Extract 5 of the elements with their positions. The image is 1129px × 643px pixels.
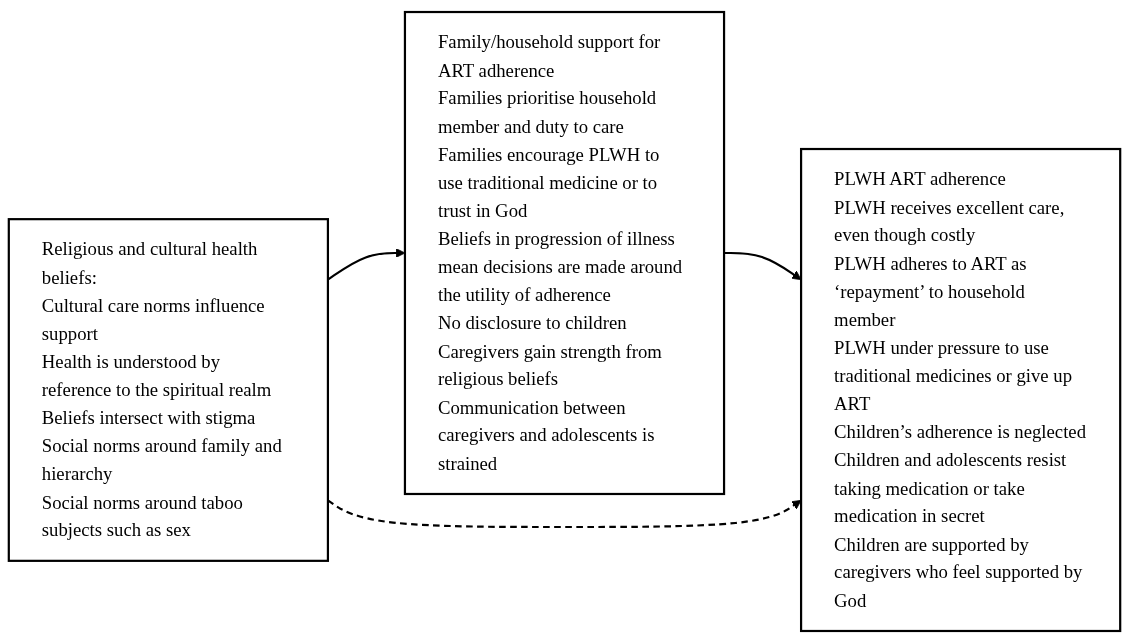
node-box: PLWH ART adherence PLWH receives excellent care, even though costly PLWH adheres to ART as ‘repayment’ to household member PLWH under pressure to use traditional medicines or give up ART Children’s adherence is neglected Children and adolescents resist taking medication or take medication in secret Children are supported by caregivers who feel supported by God xyxy=(800,147,1122,633)
node-box: Family/household support for ART adherence Families prioritise household member and duty to care Families encourage PLWH to use traditional medicine or to trust in God Beliefs in progression of illness mean decisions are made around the utility of adherence No disclosure to children Caregivers gain strength from religious beliefs Communication between caregivers and adolescents is strained xyxy=(403,10,726,496)
arrow xyxy=(724,251,802,281)
node-box: Religious and cultural health beliefs: Cultural care norms influence support Health is understood by reference to the spiritual realm Beliefs intersect with stigma Social norms around family and hierarchy Social norms around taboo subjects such as sex xyxy=(7,218,330,562)
arrow xyxy=(327,499,802,529)
